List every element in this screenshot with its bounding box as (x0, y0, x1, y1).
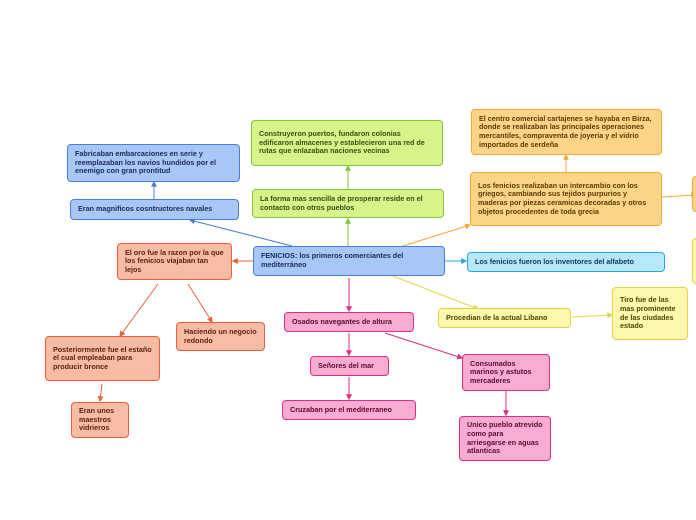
node-construyeron[interactable]: Construyeron puertos, fundaron colonias … (251, 120, 443, 166)
edge-osados-consumados (384, 332, 464, 360)
node-oro[interactable]: El oro fue la razon por la que los fenic… (117, 243, 232, 280)
node-oro-label: El oro fue la razon por la que los fenic… (125, 247, 224, 274)
node-consumados-label: Consumados marinos y astutos mercaderes (470, 358, 532, 385)
node-tiro[interactable]: Tiro fue de las mas prominente de las ci… (612, 287, 688, 340)
node-forma[interactable]: La forma mas sencilla de prosperar resid… (252, 189, 444, 218)
node-constructores-label: Eran magnificos cosntructores navales (78, 204, 213, 214)
node-intercambio[interactable]: Los fenicios realizaban un intercambio c… (470, 172, 662, 226)
node-consumados[interactable]: Consumados marinos y astutos mercaderes (462, 354, 550, 391)
node-forma-label: La forma mas sencilla de prosperar resid… (260, 193, 423, 212)
node-cartagenes-label: El centro comercial cartajenes se hayaba… (479, 113, 652, 149)
topic-center-label: FENICIOS: los primeros comerciantes del … (261, 251, 404, 269)
node-unico[interactable]: Unico pueblo atrevido como para arriesga… (459, 416, 551, 461)
node-maestros[interactable]: Eran unos maestros vidrieros (71, 402, 129, 438)
node-negocio[interactable]: Haciendo un negocio redondo (176, 322, 265, 351)
node-cruzaban[interactable]: Cruzaban por el mediterraneo (282, 400, 416, 420)
node-negocio-label: Haciendo un negocio redondo (184, 326, 257, 345)
edge-oro-negocio (187, 283, 213, 324)
node-alfabeto[interactable]: Los fenicios fueron los inventores del a… (467, 252, 665, 272)
topic-center[interactable]: FENICIOS: los primeros comerciantes del … (253, 246, 445, 276)
edge-center-libano (392, 275, 480, 311)
edge-oro-estano (119, 283, 159, 337)
node-offscreen-yellow[interactable] (692, 238, 696, 284)
node-offscreen-orange[interactable] (692, 176, 696, 212)
node-cartagenes[interactable]: El centro comercial cartajenes se hayaba… (471, 109, 662, 155)
node-estano[interactable]: Posteriormente fue el estaño el cual emp… (45, 336, 160, 381)
node-senores[interactable]: Señores del mar (310, 356, 389, 376)
node-osados[interactable]: Osados navegantes de altura (284, 312, 414, 332)
node-cruzaban-label: Cruzaban por el mediterraneo (290, 404, 392, 414)
node-constructores[interactable]: Eran magnificos cosntructores navales (70, 199, 239, 220)
node-senores-label: Señores del mar (318, 360, 374, 370)
edge-libano-tiro (571, 312, 614, 319)
node-unico-label: Unico pueblo atrevido como para arriesga… (467, 420, 543, 456)
node-tiro-label: Tiro fue de las mas prominente de las ci… (620, 295, 676, 331)
node-construyeron-label: Construyeron puertos, fundaron colonias … (259, 129, 425, 156)
edge-center-intercambio (402, 223, 472, 247)
node-libano[interactable]: Procedian de la actual Libano (438, 308, 571, 328)
node-estano-label: Posteriormente fue el estaño el cual emp… (53, 344, 152, 371)
node-maestros-label: Eran unos maestros vidrieros (79, 406, 115, 433)
node-fabricaban[interactable]: Fabricaban embarcaciones en serie y reem… (67, 144, 240, 182)
edge-intercambio-offscreen (661, 192, 696, 199)
edge-estano-maestros (97, 383, 104, 403)
node-osados-label: Osados navegantes de altura (292, 316, 392, 326)
node-alfabeto-label: Los fenicios fueron los inventores del a… (475, 256, 634, 266)
node-fabricaban-label: Fabricaban embarcaciones en serie y reem… (75, 149, 216, 176)
node-intercambio-label: Los fenicios realizaban un intercambio c… (478, 180, 647, 216)
edge-center-constructores (188, 218, 293, 247)
node-libano-label: Procedian de la actual Libano (446, 312, 548, 322)
